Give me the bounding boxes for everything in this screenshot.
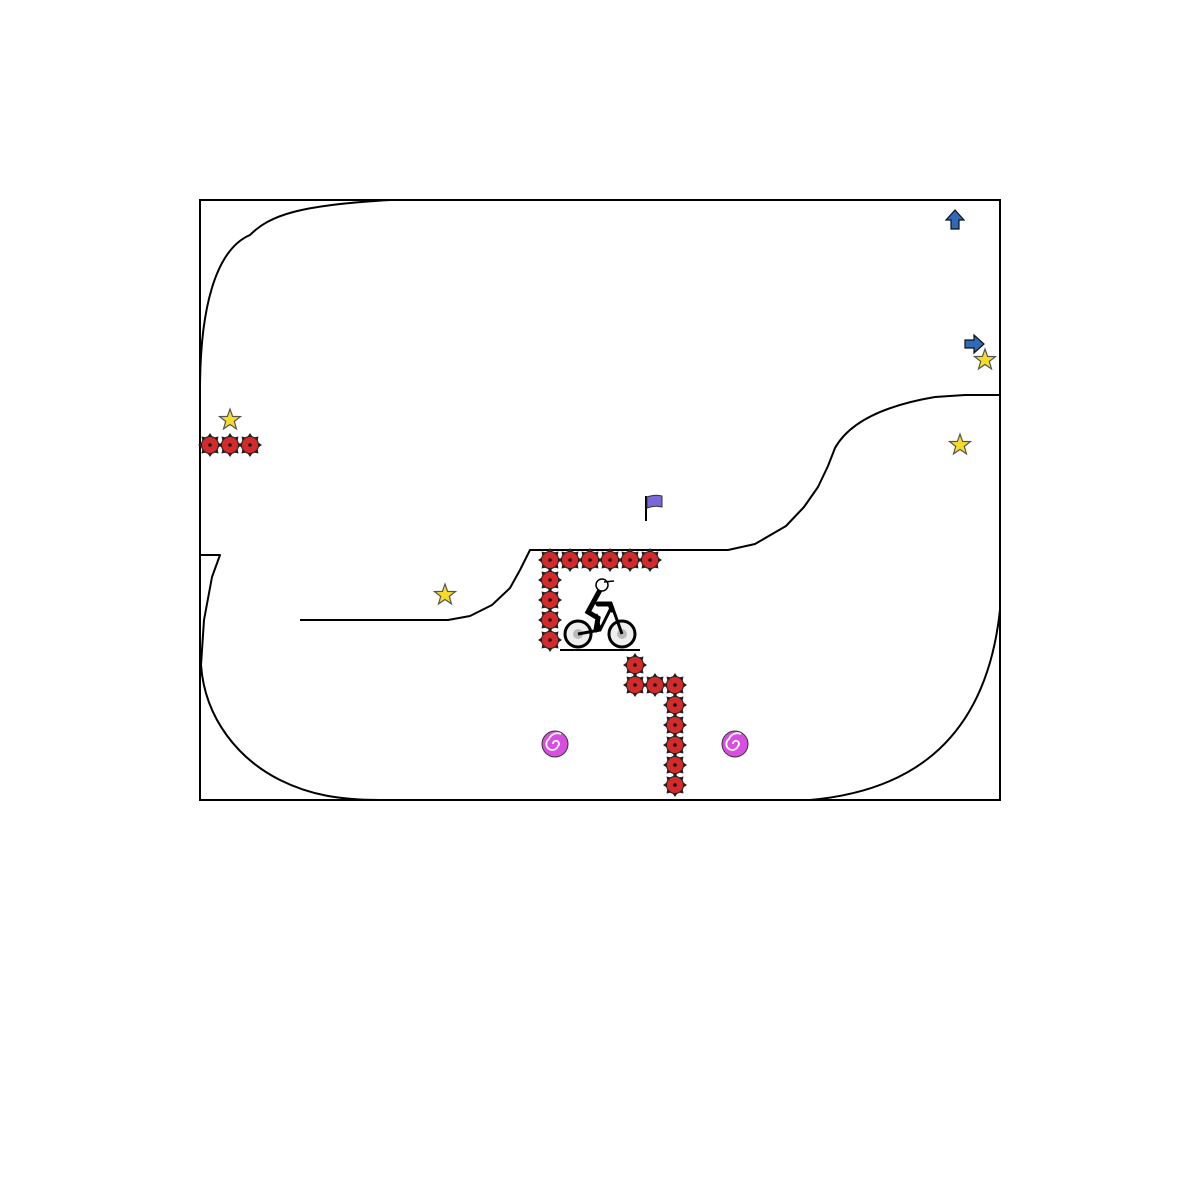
bomb-icon [538,608,562,632]
bomb-icon [663,693,687,717]
bomb-icon [663,713,687,737]
track-line-middle [300,394,1000,621]
star-icon [432,582,458,606]
boost-arrow-icon [944,209,966,230]
bomb-icon [558,548,582,572]
bomb-icon [538,548,562,572]
bomb-icon [663,753,687,777]
bomb-icon [198,433,222,457]
boost-arrow-icon [964,333,985,355]
teleport-portal-icon [721,730,749,758]
track-line-top-left-curve [199,199,391,391]
track-line-left-lower [200,554,381,801]
track-line-bottom-right [809,609,1001,801]
bomb-icon [538,588,562,612]
bomb-icon [663,773,687,797]
bomb-icon [663,733,687,757]
bike-rider [563,578,637,649]
teleport-portal-icon [541,730,569,758]
bomb-icon [538,628,562,652]
star-icon [972,347,998,371]
bomb-icon [638,548,662,572]
bomb-icon [238,433,262,457]
bomb-icon [218,433,242,457]
star-icon [217,407,243,431]
bomb-icon [643,673,667,697]
bomb-icon [598,548,622,572]
star-icon [947,432,973,456]
track-boundary [199,199,1001,801]
bomb-icon [623,673,647,697]
bomb-icon [623,653,647,677]
checkpoint-flag [645,494,663,521]
track-lines [199,199,1001,801]
bomb-icon [618,548,642,572]
bomb-icon [578,548,602,572]
